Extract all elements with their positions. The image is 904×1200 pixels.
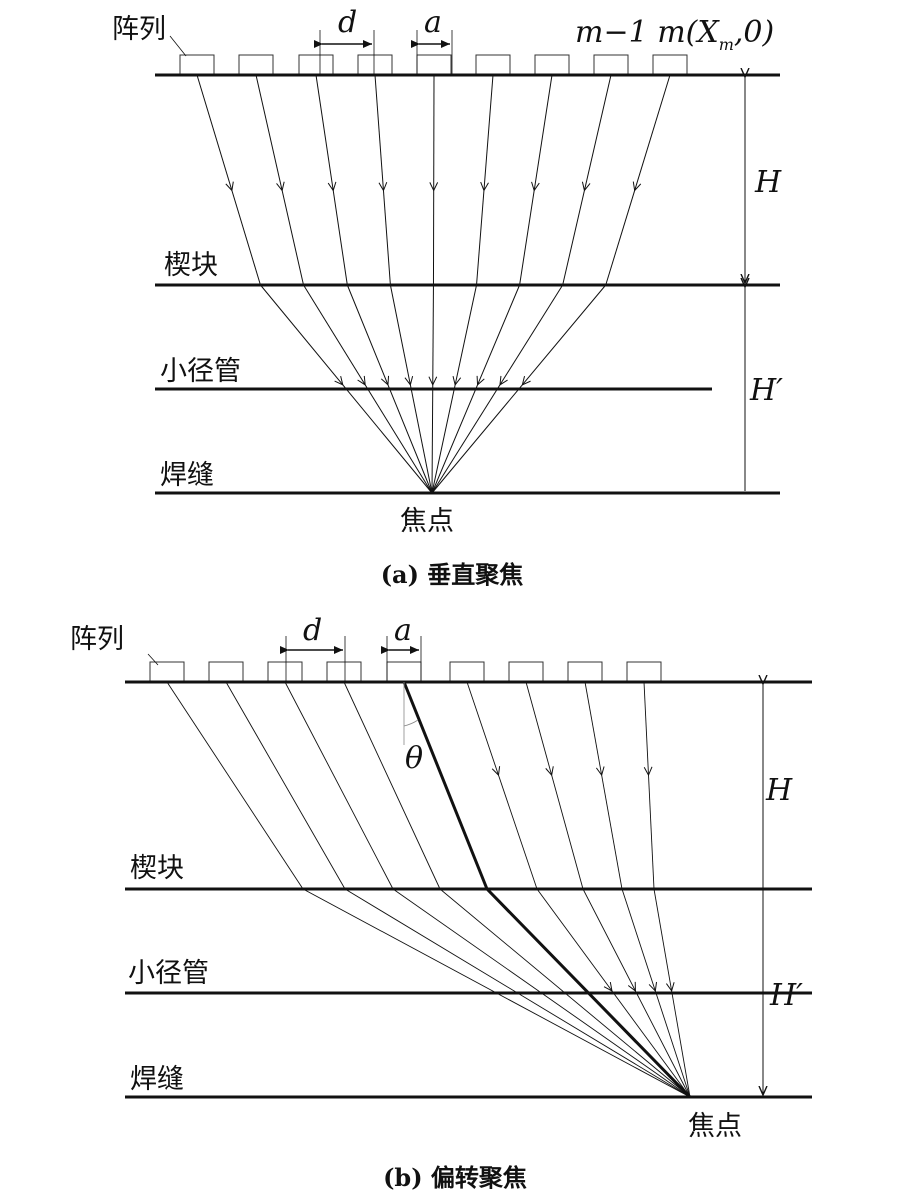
- panel-b-steered-focusing: 阵列 d a θ H H′ 楔块 小径管 焊缝 焦点 (b) 偏转聚焦: [70, 613, 812, 1192]
- ray-segment: [605, 74, 671, 286]
- height-label: H: [754, 165, 782, 200]
- ray-arrow-icon: [499, 375, 508, 386]
- ray-segment: [519, 74, 553, 286]
- ray-arrow-icon: [581, 181, 591, 192]
- panel-a-vertical-focusing: 阵列 d a m−1 m(Xm,0) H H′ 楔块 小径管 焊缝 焦点 (a)…: [112, 5, 783, 589]
- wedge-label: 楔块: [130, 853, 184, 884]
- array-element: [357, 54, 393, 76]
- ray-arrow-icon: [476, 375, 485, 386]
- element-coordinate-label: m−1 m(Xm,0): [575, 15, 774, 54]
- height-label: H: [765, 773, 793, 808]
- central-ray-segment: [402, 681, 489, 890]
- ray-arrow-icon: [428, 376, 438, 386]
- pitch-label: d: [338, 5, 357, 40]
- ray-arrow-icon: [491, 766, 501, 777]
- array-element: [652, 54, 688, 76]
- array-leader: [169, 35, 187, 57]
- ray-segment: [166, 681, 304, 890]
- ray-arrow-icon: [327, 181, 337, 192]
- weld-label: 焊缝: [160, 460, 214, 491]
- ray-segment: [525, 681, 584, 890]
- ray-segment: [374, 74, 391, 286]
- ray-arrow-icon: [648, 981, 658, 993]
- pipe-label: 小径管: [160, 356, 241, 387]
- panel-b-array-elements: [149, 661, 662, 683]
- array-element: [508, 661, 544, 683]
- array-element: [298, 54, 334, 76]
- array-element: [238, 54, 274, 76]
- ray-arrow-icon: [521, 375, 531, 386]
- array-label: 阵列: [112, 14, 166, 45]
- array-element: [534, 54, 570, 76]
- array-element: [626, 661, 662, 683]
- height2-label: H′: [769, 978, 803, 1013]
- ray-arrow-icon: [404, 376, 414, 386]
- ray-segment: [343, 681, 441, 890]
- ray-segment: [476, 74, 494, 286]
- ray-segment: [584, 681, 623, 890]
- ray-segment: [643, 681, 655, 890]
- array-leader: [147, 653, 159, 666]
- ray-arrow-icon: [380, 375, 390, 386]
- pipe-label: 小径管: [128, 958, 209, 989]
- array-element: [326, 661, 362, 683]
- ray-arrow-icon: [665, 982, 675, 993]
- wedge-label: 楔块: [164, 250, 218, 281]
- ray-arrow-icon: [429, 182, 439, 192]
- array-element: [416, 54, 452, 76]
- focus-label: 焦点: [688, 1111, 742, 1142]
- array-element: [267, 661, 303, 683]
- ray-arrow-icon: [276, 181, 285, 192]
- caption-b: (b) 偏转聚焦: [383, 1163, 527, 1192]
- ray-segment: [255, 74, 305, 286]
- ray-segment: [284, 681, 394, 890]
- height2-label: H′: [749, 373, 783, 408]
- ray-segment: [315, 74, 348, 286]
- ray-arrow-icon: [643, 766, 653, 777]
- ray-arrow-icon: [480, 181, 489, 192]
- ray-segment: [432, 74, 435, 286]
- ray-arrow-icon: [225, 181, 234, 192]
- ray-arrow-icon: [334, 375, 344, 386]
- ray-segment: [196, 74, 261, 286]
- array-label: 阵列: [70, 624, 124, 655]
- array-element: [386, 661, 422, 683]
- ray-arrow-icon: [545, 766, 554, 777]
- array-element: [475, 54, 511, 76]
- array-element: [567, 661, 603, 683]
- angle-arc: [403, 719, 419, 727]
- array-element: [593, 54, 629, 76]
- array-element: [208, 661, 244, 683]
- ray-segment: [225, 681, 346, 890]
- ray-arrow-icon: [595, 766, 605, 777]
- focus-label: 焦点: [400, 506, 454, 537]
- ray-arrow-icon: [632, 181, 642, 192]
- caption-a: (a) 垂直聚焦: [381, 560, 524, 589]
- ray-arrow-icon: [452, 375, 462, 386]
- weld-label: 焊缝: [130, 1064, 184, 1095]
- array-element: [179, 54, 215, 76]
- array-element: [149, 661, 185, 683]
- ray-arrow-icon: [378, 181, 388, 192]
- pitch-label: d: [303, 613, 322, 648]
- ray-arrow-icon: [357, 375, 366, 386]
- ray-arrow-icon: [627, 981, 636, 992]
- panel-a-array-elements: [179, 54, 688, 76]
- width-label: a: [394, 613, 412, 648]
- angle-label: θ: [405, 741, 423, 776]
- ray-segment: [466, 681, 538, 890]
- ray-segment: [562, 74, 612, 286]
- ray-arrow-icon: [603, 981, 613, 992]
- array-element: [449, 661, 485, 683]
- width-label: a: [424, 5, 442, 40]
- ray-arrow-icon: [531, 181, 540, 192]
